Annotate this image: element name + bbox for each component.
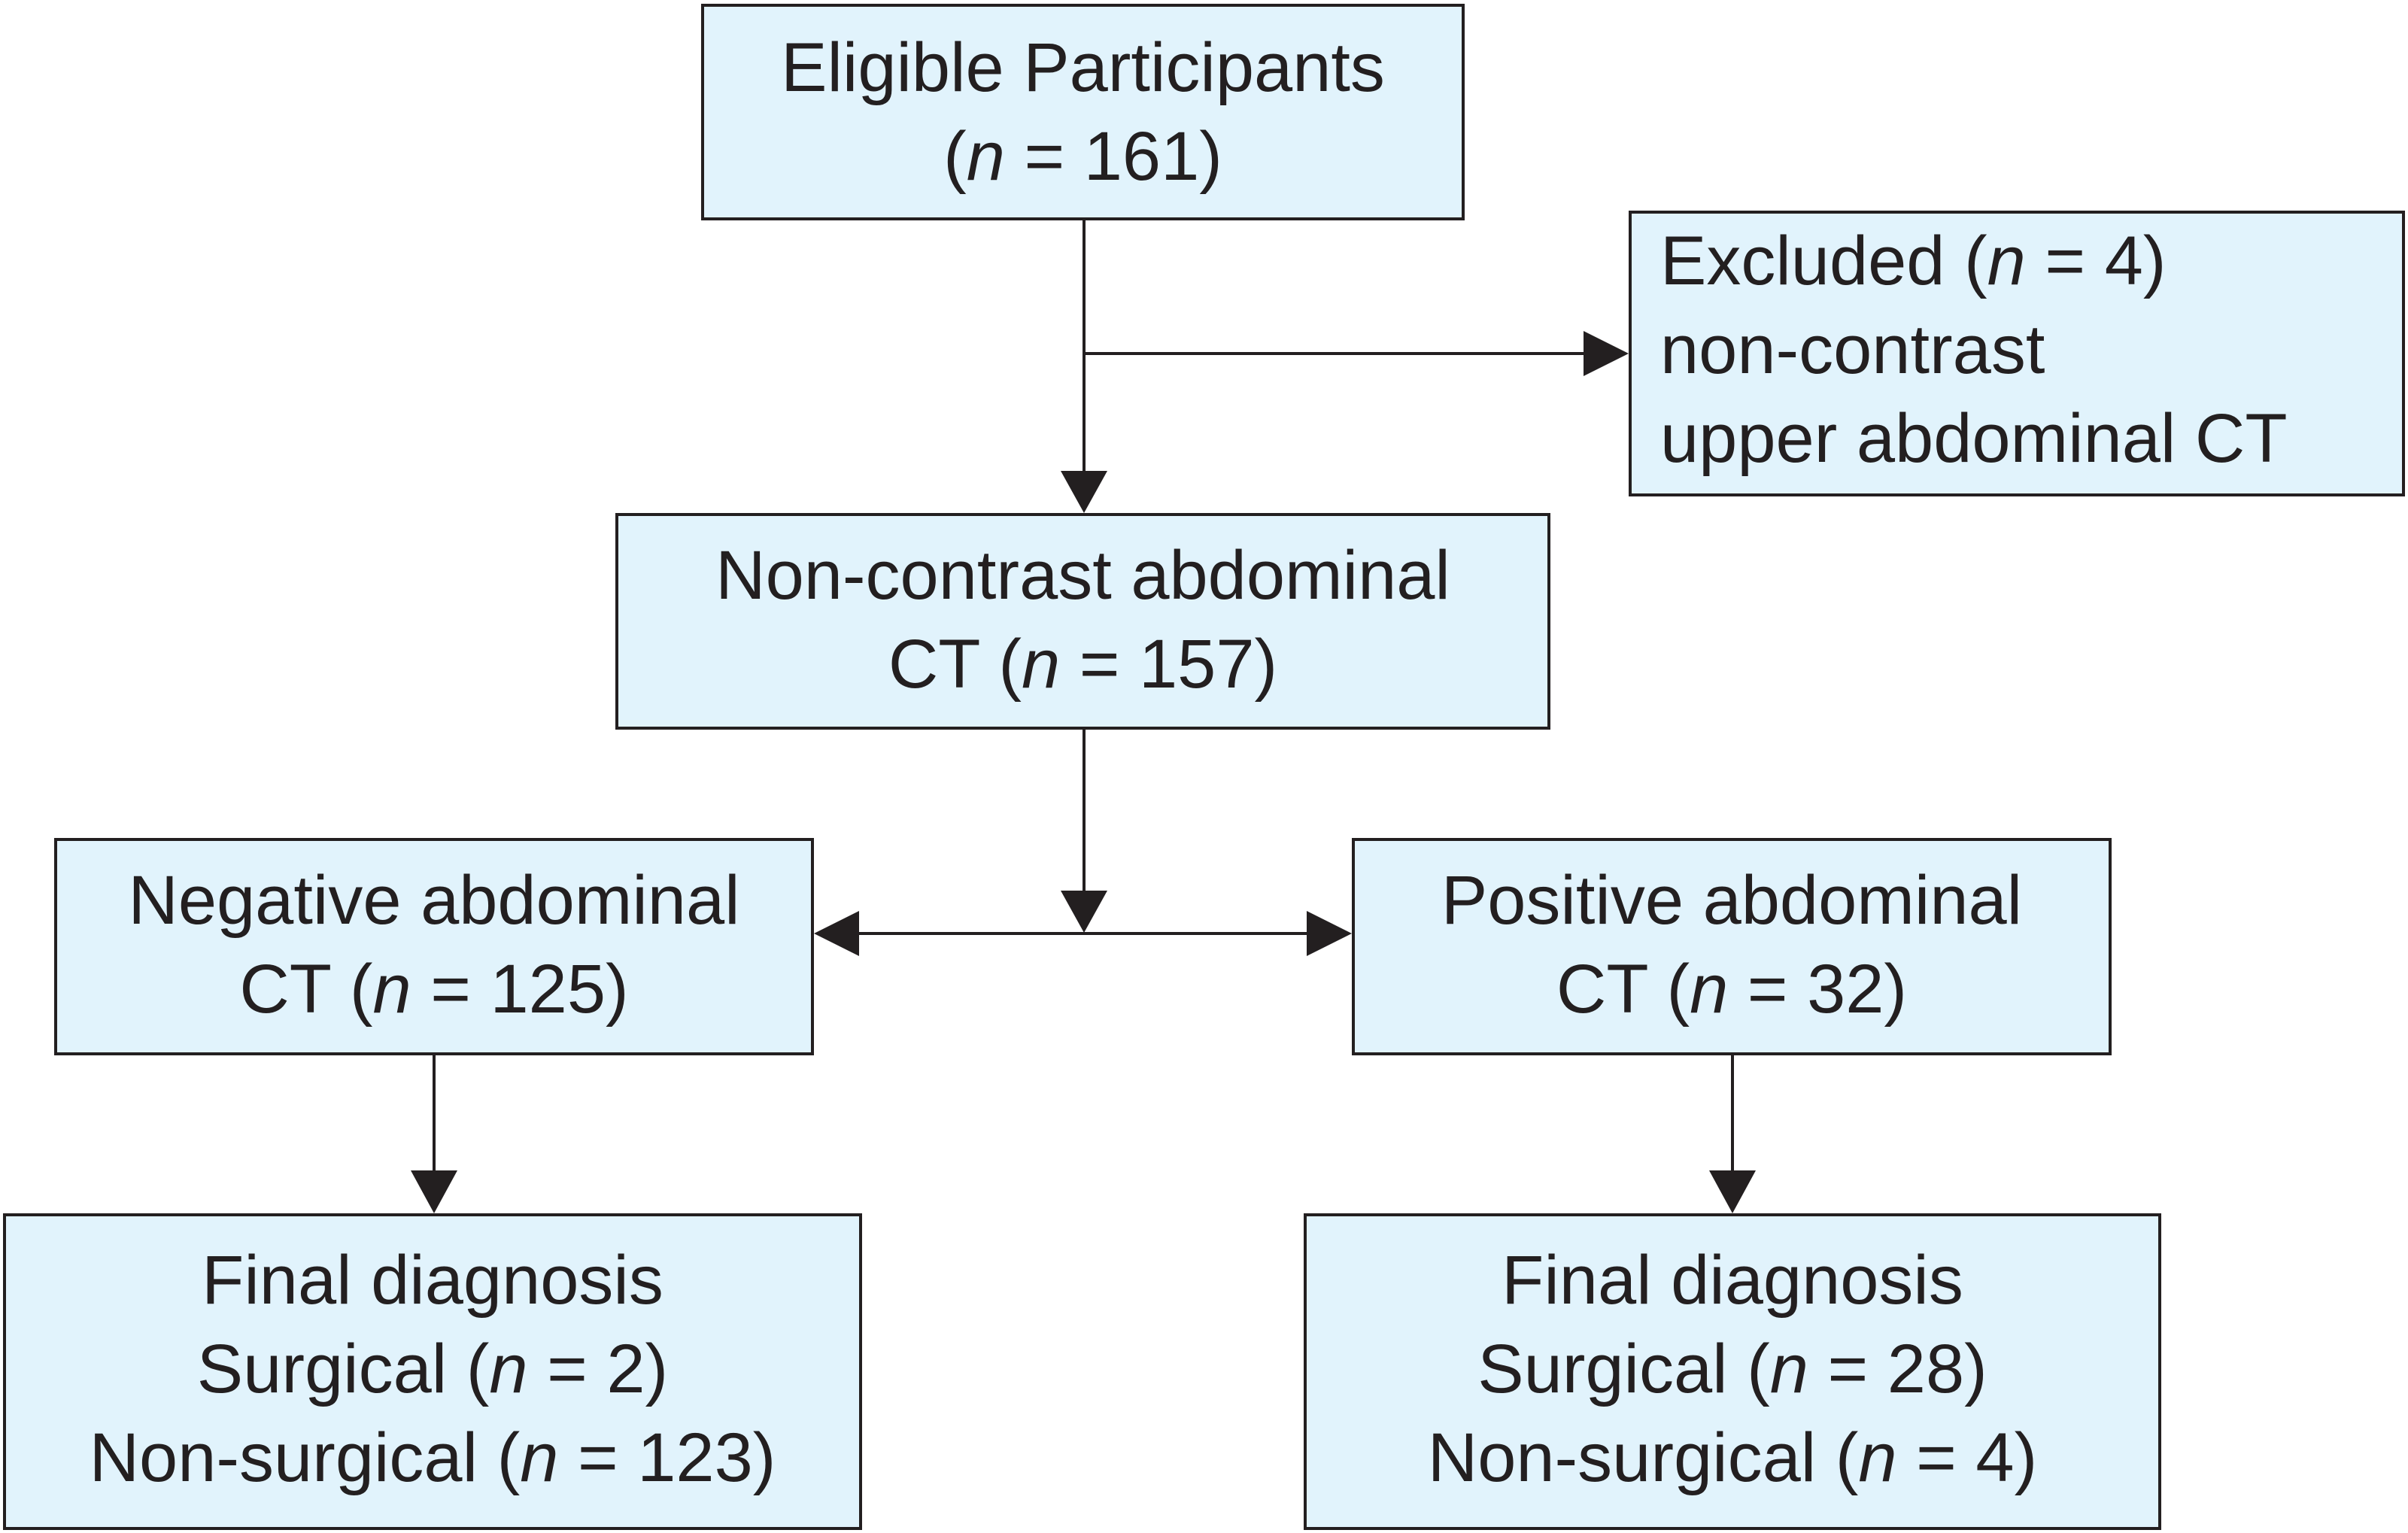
final-positive-line-3: Non-surgical (n = 4) — [1427, 1419, 2038, 1496]
negative-ct-box: Negative abdominal CT (n = 125) — [54, 838, 814, 1055]
excluded-line-1: Excluded (n = 4) — [1660, 223, 2167, 299]
arrowhead-to-split — [1061, 891, 1107, 933]
negative-line-2: CT (n = 125) — [239, 951, 629, 1028]
eligible-line-2: (n = 161) — [943, 118, 1222, 195]
eligible-participants-box: Eligible Participants (n = 161) — [701, 4, 1465, 220]
final-negative-line-3: Non-surgical (n = 123) — [89, 1419, 776, 1496]
eligible-line-1: Eligible Participants — [781, 29, 1385, 106]
arrowhead-to-noncontrast — [1061, 471, 1107, 513]
positive-ct-box: Positive abdominal CT (n = 32) — [1352, 838, 2112, 1055]
excluded-line-3: upper abdominal CT — [1660, 400, 2288, 477]
arrowhead-to-positive — [1307, 911, 1352, 956]
final-positive-line-2: Surgical (n = 28) — [1477, 1331, 1987, 1407]
final-diagnosis-negative-box: Final diagnosis Surgical (n = 2) Non-sur… — [3, 1213, 862, 1530]
arrowhead-to-excluded — [1584, 331, 1629, 376]
positive-line-1: Positive abdominal — [1441, 862, 2023, 939]
noncontrast-ct-box: Non-contrast abdominal CT (n = 157) — [615, 513, 1550, 730]
noncontrast-line-2: CT (n = 157) — [888, 626, 1278, 703]
excluded-line-2: non-contrast — [1660, 311, 2045, 388]
final-negative-line-2: Surgical (n = 2) — [196, 1331, 669, 1407]
positive-line-2: CT (n = 32) — [1556, 951, 1908, 1028]
final-negative-line-1: Final diagnosis — [202, 1242, 663, 1319]
arrowhead-to-final-positive — [1709, 1170, 1756, 1213]
noncontrast-line-1: Non-contrast abdominal — [715, 537, 1450, 614]
final-positive-line-1: Final diagnosis — [1502, 1242, 1963, 1319]
arrowhead-to-negative — [814, 911, 859, 956]
arrowhead-to-final-negative — [411, 1170, 457, 1213]
excluded-box: Excluded (n = 4) non-contrast upper abdo… — [1629, 211, 2405, 496]
final-diagnosis-positive-box: Final diagnosis Surgical (n = 28) Non-su… — [1304, 1213, 2161, 1530]
negative-line-1: Negative abdominal — [128, 862, 740, 939]
